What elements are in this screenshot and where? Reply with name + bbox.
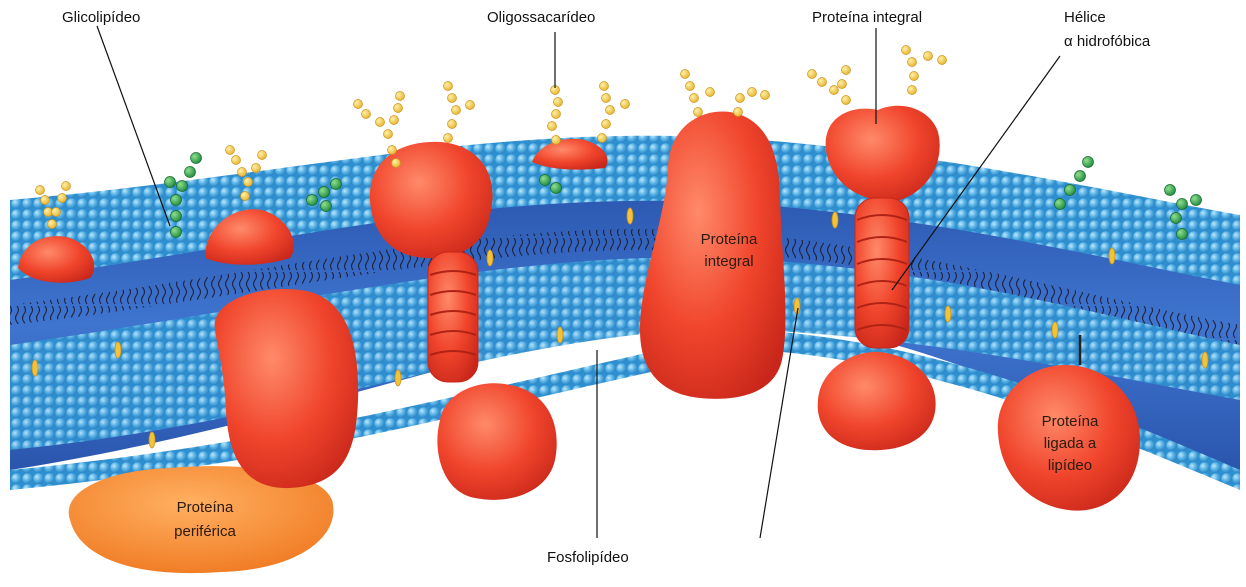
label-peripheral-1: Proteína: [150, 498, 260, 518]
label-oligosaccharide: Oligossacarídeo: [487, 8, 595, 28]
label-integral-protein-inner-1: Proteína: [690, 230, 768, 250]
label-lipid-anchored-1: Proteína: [1028, 412, 1112, 432]
label-helix-line1: Hélice: [1064, 8, 1106, 28]
label-integral-protein-inner-2: integral: [690, 252, 768, 272]
label-phospholipid: Fosfolipídeo: [547, 548, 629, 568]
label-integral-protein-top: Proteína integral: [812, 8, 922, 28]
label-lipid-anchored-2: ligada a: [1028, 434, 1112, 454]
alpha-helix: [855, 198, 909, 348]
label-lipid-anchored-3: lipídeo: [1028, 456, 1112, 476]
label-helix-line2: α hidrofóbica: [1064, 32, 1150, 52]
label-glycolipid: Glicolipídeo: [62, 8, 140, 28]
channel-protein-top: [370, 142, 493, 258]
label-peripheral-2: periférica: [150, 522, 260, 542]
channel-protein-bottom: [437, 383, 556, 500]
channel-helix: [428, 252, 478, 382]
